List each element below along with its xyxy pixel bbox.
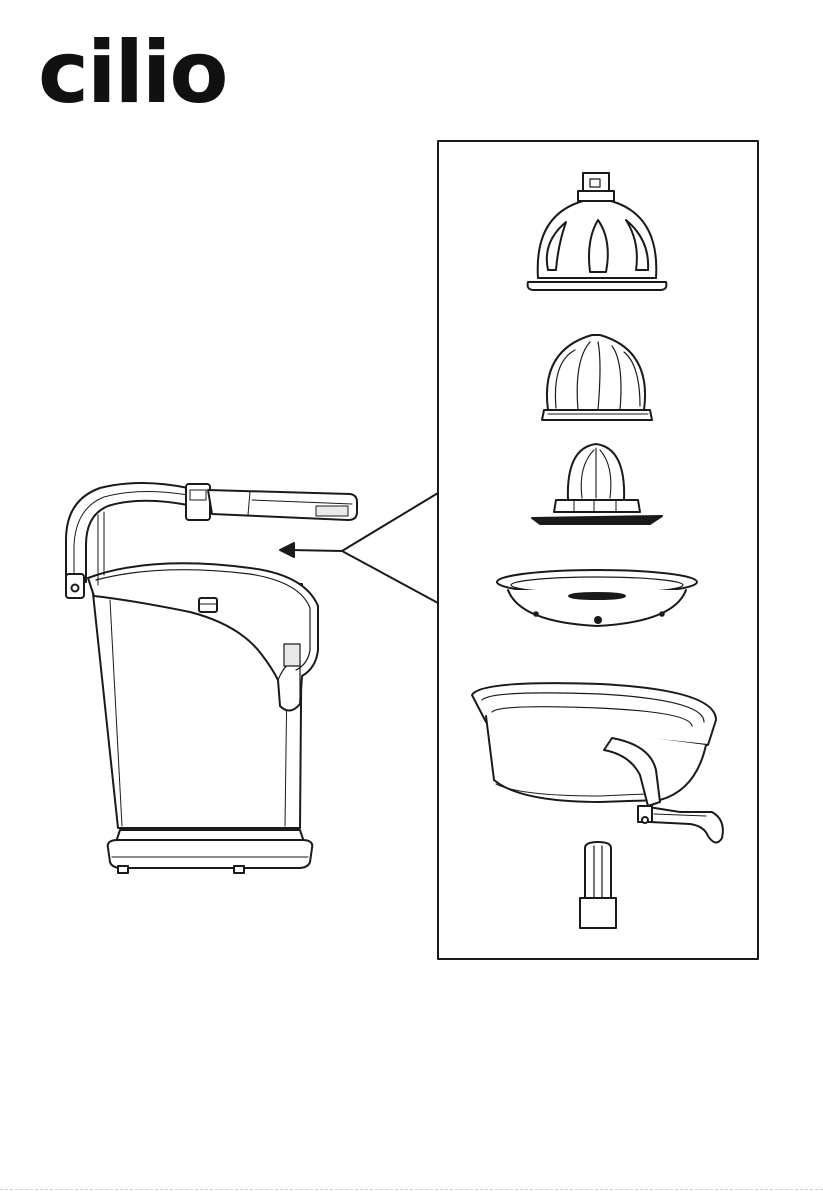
page-fold-line [0, 1189, 823, 1190]
drive-shaft [580, 842, 616, 928]
assembled-juicer [66, 483, 357, 873]
parts-panel [280, 141, 758, 959]
juicer-base [108, 830, 313, 873]
